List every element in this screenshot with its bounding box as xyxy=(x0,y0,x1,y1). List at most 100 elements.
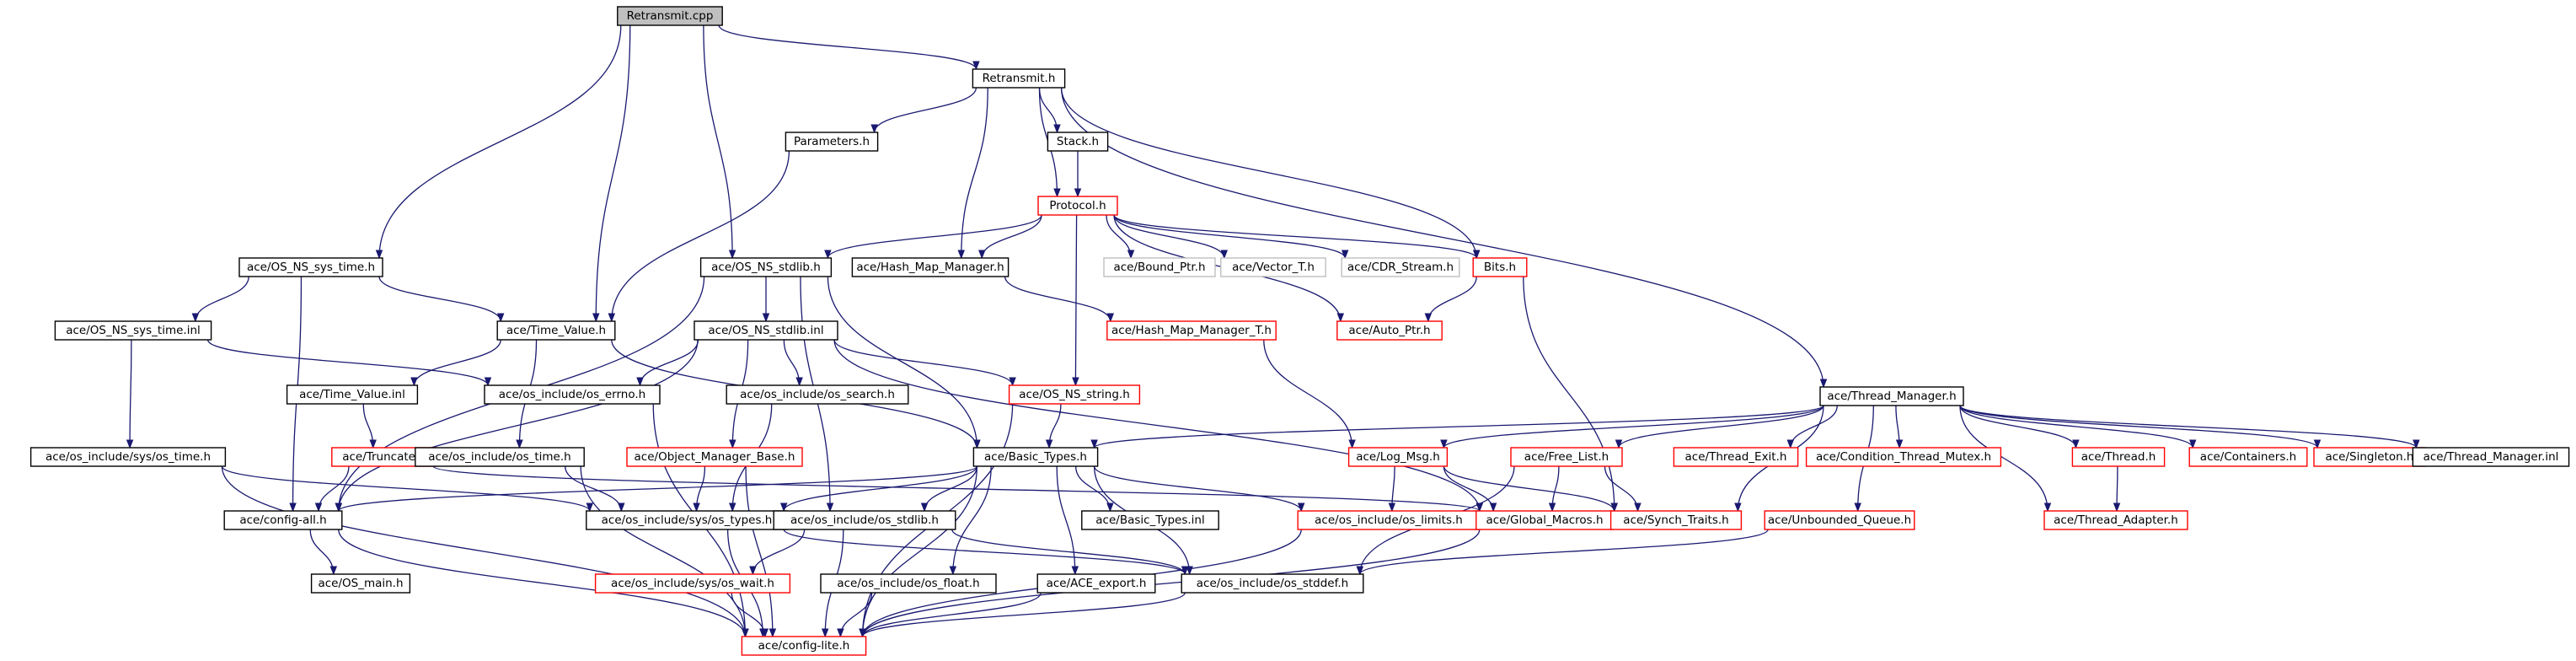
node-label: ace/os_include/os_stdlib.h xyxy=(790,513,939,527)
node-os_stdlib_h[interactable]: ace/os_include/os_stdlib.h xyxy=(773,510,956,530)
node-box xyxy=(1341,257,1460,277)
node-os_ns_sys_time_inl[interactable]: ace/OS_NS_sys_time.inl xyxy=(54,320,212,341)
node-label: Bits.h xyxy=(1484,261,1516,274)
node-basic_types_h[interactable]: ace/Basic_Types.h xyxy=(972,447,1099,467)
edge-time_value_inl-to-truncate_h xyxy=(362,403,377,449)
node-hash_map_manager_t_h[interactable]: ace/Hash_Map_Manager_T.h xyxy=(1106,320,1277,341)
node-free_list_h[interactable]: ace/Free_List.h xyxy=(1510,447,1623,467)
node-label: ace/OS_main.h xyxy=(318,577,403,590)
edge-thread_manager_h-to-condition_thread_mutex_h xyxy=(1895,405,1904,449)
node-sys_os_wait_h[interactable]: ace/os_include/sys/os_wait.h xyxy=(594,573,791,594)
edge-sys_os_time_h-to-config_lite_h xyxy=(221,465,749,638)
node-config_lite_h[interactable]: ace/config-lite.h xyxy=(741,636,867,656)
node-os_float_h[interactable]: ace/os_include/os_float.h xyxy=(820,573,997,594)
node-log_msg_h[interactable]: ace/Log_Msg.h xyxy=(1347,447,1449,467)
node-box xyxy=(820,573,997,594)
node-box xyxy=(785,132,879,152)
edge-basic_types_h-to-ace_export_h xyxy=(1056,465,1079,576)
node-label: ace/Thread_Exit.h xyxy=(1685,450,1787,464)
node-box xyxy=(773,510,956,530)
node-os_ns_string_h[interactable]: ace/OS_NS_string.h xyxy=(1008,384,1141,405)
edge-unbounded_queue_h-to-os_stddef_h xyxy=(1356,529,1769,576)
edge-config_all_h-to-os_main_h xyxy=(309,529,338,576)
node-box xyxy=(1106,320,1277,341)
node-auto_ptr_h[interactable]: ace/Auto_Ptr.h xyxy=(1336,320,1443,341)
node-retransmit_cpp[interactable]: Retransmit.cpp xyxy=(617,6,723,26)
node-box xyxy=(2071,447,2166,467)
node-os_ns_stdlib_h[interactable]: ace/OS_NS_stdlib.h xyxy=(699,257,833,277)
node-cdr_stream_h[interactable]: ace/CDR_Stream.h xyxy=(1341,257,1460,277)
edge-thread_manager_h-to-thread_manager_inl xyxy=(1959,405,2420,449)
node-thread_h[interactable]: ace/Thread.h xyxy=(2071,447,2166,467)
edge-os_time_h-to-sys_os_types_h xyxy=(565,465,625,513)
edge-os_ns_stdlib_inl-to-config_all_h xyxy=(335,339,699,513)
node-hash_map_manager_h[interactable]: ace/Hash_Map_Manager.h xyxy=(851,257,1010,277)
edge-thread_h-to-thread_adapter_h xyxy=(2113,465,2121,513)
node-vector_t_h[interactable]: ace/Vector_T.h xyxy=(1220,257,1326,277)
node-containers_h[interactable]: ace/Containers.h xyxy=(2188,447,2308,467)
node-label: ace/OS_NS_stdlib.inl xyxy=(708,324,823,337)
node-os_time_h[interactable]: ace/os_include/os_time.h xyxy=(415,447,585,467)
node-label: ace/os_include/os_errno.h xyxy=(499,388,645,401)
edge-protocol_h-to-os_ns_stdlib_h xyxy=(824,214,1042,260)
node-parameters_h[interactable]: Parameters.h xyxy=(785,132,879,152)
edge-basic_types_h-to-basic_types_inl xyxy=(1074,465,1114,513)
node-os_stddef_h[interactable]: ace/os_include/os_stddef.h xyxy=(1181,573,1364,594)
node-thread_exit_h[interactable]: ace/Thread_Exit.h xyxy=(1673,447,1799,467)
edges-layer xyxy=(126,24,2420,638)
edge-protocol_h-to-vector_t_h xyxy=(1113,214,1229,260)
node-thread_manager_h[interactable]: ace/Thread_Manager.h xyxy=(1819,386,1964,406)
edge-time_value_h-to-time_value_inl xyxy=(410,339,501,387)
edge-basic_types_h-to-os_stdlib_h xyxy=(920,465,978,513)
node-box xyxy=(1805,447,2002,467)
node-thread_manager_inl[interactable]: ace/Thread_Manager.inl xyxy=(2412,447,2570,467)
node-os_limits_h[interactable]: ace/os_include/os_limits.h xyxy=(1297,510,1481,530)
node-protocol_h[interactable]: Protocol.h xyxy=(1037,196,1118,216)
node-label: ace/os_include/os_stddef.h xyxy=(1197,577,1348,590)
node-label: ace/os_include/sys/os_wait.h xyxy=(611,577,774,590)
node-label: ace/os_include/sys/os_time.h xyxy=(46,450,211,464)
node-time_value_inl[interactable]: ace/Time_Value.inl xyxy=(286,384,419,405)
node-singleton_h[interactable]: ace/Singleton.h xyxy=(2313,447,2426,467)
edge-log_msg_h-to-synch_traits_h xyxy=(1443,465,1618,513)
edge-bits_h-to-auto_ptr_h xyxy=(1424,276,1477,323)
node-stack_h[interactable]: Stack.h xyxy=(1047,132,1109,152)
node-os_main_h[interactable]: ace/OS_main.h xyxy=(310,573,411,594)
edge-thread_manager_h-to-basic_types_h xyxy=(1090,405,1824,449)
node-time_value_h[interactable]: ace/Time_Value.h xyxy=(496,320,616,341)
edge-bits_h-to-synch_traits_h xyxy=(1523,276,1619,513)
edge-os_stdlib_h-to-sys_os_wait_h xyxy=(749,529,806,576)
node-config_all_h[interactable]: ace/config-all.h xyxy=(223,510,343,530)
node-label: ace/Thread_Adapter.h xyxy=(2054,513,2178,527)
node-unbounded_queue_h[interactable]: ace/Unbounded_Queue.h xyxy=(1764,510,1915,530)
node-os_ns_sys_time_h[interactable]: ace/OS_NS_sys_time.h xyxy=(238,257,383,277)
edge-thread_manager_h-to-containers_h xyxy=(1959,405,2197,449)
node-truncate_h[interactable]: ace/Truncate.h xyxy=(331,447,437,467)
node-object_manager_base_h[interactable]: ace/Object_Manager_Base.h xyxy=(626,447,803,467)
node-box xyxy=(726,384,909,405)
node-os_errno_h[interactable]: ace/os_include/os_errno.h xyxy=(484,384,661,405)
node-synch_traits_h[interactable]: ace/Synch_Traits.h xyxy=(1609,510,1743,530)
node-sys_os_time_h[interactable]: ace/os_include/sys/os_time.h xyxy=(29,447,227,467)
node-label: Retransmit.h xyxy=(983,72,1056,85)
edge-log_msg_h-to-os_limits_h xyxy=(1388,465,1396,513)
node-sys_os_types_h[interactable]: ace/os_include/sys/os_types.h xyxy=(586,510,788,530)
node-box xyxy=(972,447,1099,467)
node-global_macros_h[interactable]: ace/Global_Macros.h xyxy=(1475,510,1614,530)
node-bound_ptr_h[interactable]: ace/Bound_Ptr.h xyxy=(1103,257,1216,277)
node-condition_thread_mutex_h[interactable]: ace/Condition_Thread_Mutex.h xyxy=(1805,447,2002,467)
node-retransmit_h[interactable]: Retransmit.h xyxy=(972,68,1066,89)
node-os_search_h[interactable]: ace/os_include/os_search.h xyxy=(726,384,909,405)
edge-os_ns_sys_time_inl-to-os_errno_h xyxy=(206,339,492,387)
node-label: Stack.h xyxy=(1057,135,1099,148)
node-thread_adapter_h[interactable]: ace/Thread_Adapter.h xyxy=(2043,510,2188,530)
node-os_ns_stdlib_inl[interactable]: ace/OS_NS_stdlib.inl xyxy=(694,320,838,341)
node-basic_types_inl[interactable]: ace/Basic_Types.inl xyxy=(1081,510,1219,530)
edge-retransmit_h-to-hash_map_manager_h xyxy=(957,87,988,260)
node-label: ace/Hash_Map_Manager_T.h xyxy=(1111,324,1272,337)
node-box xyxy=(1336,320,1443,341)
node-bits_h[interactable]: Bits.h xyxy=(1472,257,1528,277)
node-box xyxy=(1047,132,1109,152)
edge-os_ns_sys_time_h-to-os_ns_sys_time_inl xyxy=(191,276,249,323)
node-ace_export_h[interactable]: ace/ACE_export.h xyxy=(1036,573,1156,594)
